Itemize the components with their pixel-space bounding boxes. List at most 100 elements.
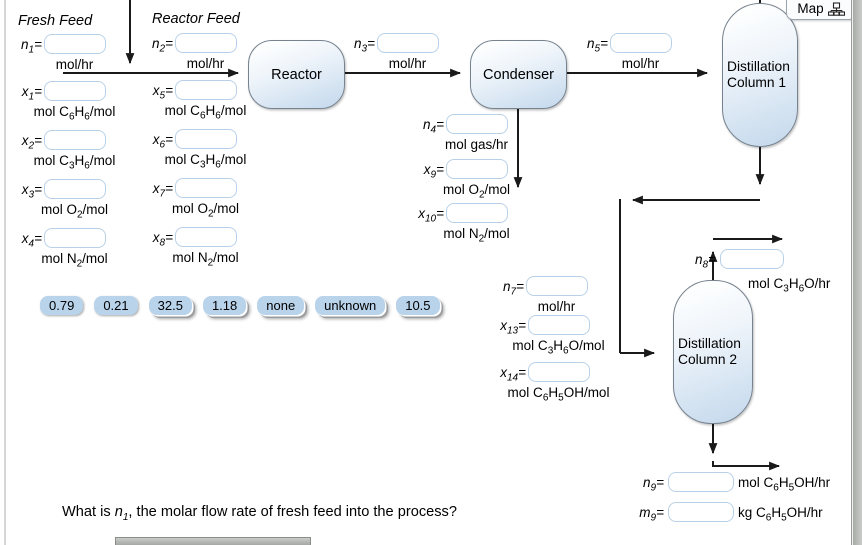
- field-x5: x5= mol C6H6/mol: [143, 79, 268, 122]
- x9-var-label: x9=: [423, 161, 444, 181]
- n5-input[interactable]: [610, 33, 672, 53]
- x1-var-label: x1=: [21, 83, 42, 103]
- x3-input[interactable]: [44, 179, 106, 199]
- canvas-left-border: [4, 0, 6, 545]
- field-x14: x14= mol C6H5OH/mol: [496, 361, 621, 404]
- reactor-label: Reactor: [271, 66, 322, 83]
- x6-input[interactable]: [175, 129, 237, 149]
- question-suffix: , the molar flow rate of fresh feed into…: [128, 504, 457, 520]
- n1-input[interactable]: [44, 34, 106, 54]
- x4-unit-label: mol N2/mol: [41, 251, 108, 270]
- question-prefix: What is: [62, 504, 115, 520]
- n3-var-label: n3=: [354, 35, 375, 55]
- answer-chip[interactable]: 0.21: [94, 296, 138, 315]
- field-x10: x10= mol N2/mol: [414, 202, 539, 245]
- n3-input[interactable]: [377, 33, 439, 53]
- map-button-label: Map: [797, 1, 824, 16]
- question-text: What is n1, the molar flow rate of fresh…: [62, 504, 457, 522]
- n5-var-label: n5=: [587, 35, 608, 55]
- x1-input[interactable]: [44, 81, 106, 101]
- x3-unit-label: mol O2/mol: [40, 202, 109, 221]
- field-n4: n4= mol gas/hr: [414, 113, 539, 152]
- x2-var-label: x2=: [21, 132, 42, 152]
- n4-input[interactable]: [446, 114, 508, 134]
- field-n8: n8=: [686, 249, 784, 270]
- condenser-shape: Condenser: [470, 40, 567, 109]
- x5-unit-label: mol C6H6/mol: [164, 103, 247, 122]
- n7-unit-label: mol/hr: [537, 299, 576, 314]
- field-x1: x1= mol C6H6/mol: [12, 80, 137, 123]
- n8-input[interactable]: [720, 249, 784, 269]
- condenser-label: Condenser: [483, 66, 554, 83]
- n4-var-label: n4=: [423, 116, 444, 136]
- distillation-column-1-label: Distillation Column 1: [727, 58, 790, 90]
- x9-input[interactable]: [446, 159, 508, 179]
- map-flowchart-icon: [827, 2, 845, 16]
- x10-input[interactable]: [446, 203, 508, 223]
- x7-unit-label: mol O2/mol: [171, 201, 240, 220]
- x14-input[interactable]: [528, 362, 590, 382]
- field-x8: x8= mol N2/mol: [143, 226, 268, 268]
- m9-unit-label: kg C6H5OH/hr: [738, 504, 823, 524]
- answer-chip[interactable]: 10.5: [396, 296, 440, 315]
- x9-unit-label: mol O2/mol: [442, 182, 511, 201]
- horizontal-scrollbar-thumb[interactable]: [115, 537, 311, 545]
- field-n1: n1= mol/hr: [12, 33, 137, 72]
- field-n7: n7= mol/hr: [494, 275, 619, 314]
- field-n5: n5= mol/hr: [578, 32, 703, 71]
- answer-chip[interactable]: 1.18: [202, 296, 247, 315]
- answer-chip-tray: 0.79 0.21 32.5 1.18 none unknown 10.5: [40, 296, 440, 315]
- x6-unit-label: mol C3H6/mol: [164, 152, 247, 171]
- x3-var-label: x3=: [21, 181, 42, 201]
- answer-chip[interactable]: 0.79: [40, 296, 84, 315]
- n7-input[interactable]: [526, 276, 588, 296]
- x13-var-label: x13=: [500, 317, 526, 337]
- x5-var-label: x5=: [152, 82, 173, 102]
- x7-var-label: x7=: [152, 180, 173, 200]
- x7-input[interactable]: [175, 178, 237, 198]
- x4-input[interactable]: [44, 228, 106, 248]
- field-x7: x7= mol O2/mol: [143, 177, 268, 220]
- n1-unit-label: mol/hr: [55, 57, 94, 72]
- n2-var-label: n2=: [152, 35, 173, 55]
- n2-unit-label: mol/hr: [186, 56, 225, 71]
- n3-unit-label: mol/hr: [388, 56, 427, 71]
- x5-input[interactable]: [175, 80, 237, 100]
- distillation-column-1-shape: Distillation Column 1: [722, 3, 798, 147]
- n9-input[interactable]: [668, 472, 734, 492]
- distillation-column-2-shape: Distillation Column 2: [673, 280, 753, 424]
- reactor-shape: Reactor: [248, 40, 345, 109]
- m9-var-label: m9=: [639, 504, 664, 524]
- x2-input[interactable]: [44, 130, 106, 150]
- x10-unit-label: mol N2/mol: [443, 226, 510, 245]
- distillation-column-2-label: Distillation Column 2: [678, 335, 741, 367]
- n2-input[interactable]: [175, 33, 237, 53]
- x4-var-label: x4=: [21, 230, 42, 250]
- field-x6: x6= mol C3H6/mol: [143, 128, 268, 171]
- answer-chip[interactable]: 32.5: [148, 296, 192, 315]
- x1-unit-label: mol C6H6/mol: [33, 104, 116, 123]
- x8-var-label: x8=: [152, 229, 173, 249]
- x13-input[interactable]: [528, 315, 590, 335]
- map-button[interactable]: Map: [786, 0, 856, 20]
- field-x9: x9= mol O2/mol: [414, 158, 539, 201]
- field-m9: m9= kg C6H5OH/hr: [634, 502, 823, 524]
- n9-var-label: n9=: [643, 474, 664, 494]
- field-n9: n9= mol C6H5OH/hr: [634, 472, 831, 494]
- vertical-scrollbar-thumb[interactable]: [853, 0, 862, 545]
- field-x4: x4= mol N2/mol: [12, 227, 137, 270]
- n7-var-label: n7=: [503, 278, 524, 298]
- x2-unit-label: mol C3H6/mol: [33, 153, 116, 172]
- field-x2: x2= mol C3H6/mol: [12, 129, 137, 172]
- m9-input[interactable]: [668, 502, 734, 522]
- fresh-feed-header: Fresh Feed: [18, 13, 93, 29]
- field-x13: x13= mol C3H6O/mol: [496, 314, 621, 357]
- x14-unit-label: mol C6H5OH/mol: [507, 385, 610, 404]
- answer-chip[interactable]: none: [257, 296, 305, 315]
- answer-chip[interactable]: unknown: [315, 296, 386, 315]
- vertical-scrollbar[interactable]: [851, 0, 862, 545]
- x13-unit-label: mol C3H6O/mol: [512, 338, 605, 357]
- n9-unit-label: mol C6H5OH/hr: [738, 474, 831, 494]
- x8-input[interactable]: [175, 227, 237, 247]
- reactor-feed-header: Reactor Feed: [152, 11, 240, 27]
